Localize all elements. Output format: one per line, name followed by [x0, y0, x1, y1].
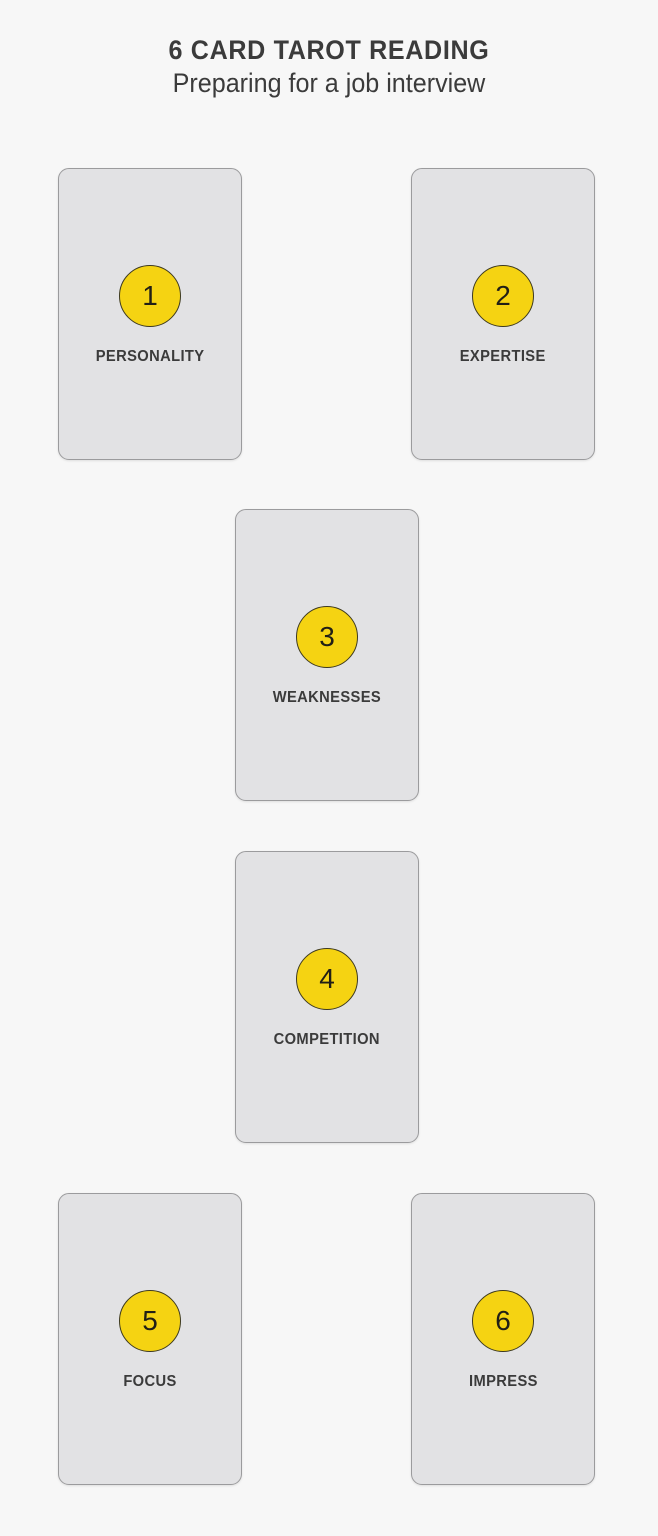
tarot-card-3[interactable]: 3 WEAKNESSES	[235, 509, 419, 801]
tarot-card-4[interactable]: 4 COMPETITION	[235, 851, 419, 1143]
card-label: EXPERTISE	[460, 348, 546, 365]
card-content: 2 EXPERTISE	[412, 265, 594, 366]
card-label: COMPETITION	[273, 1031, 381, 1048]
tarot-card-1[interactable]: 1 PERSONALITY	[58, 168, 242, 460]
card-content: 1 PERSONALITY	[59, 265, 241, 366]
tarot-card-2[interactable]: 2 EXPERTISE	[411, 168, 595, 460]
card-content: 6 IMPRESS	[412, 1290, 594, 1391]
card-content: 3 WEAKNESSES	[236, 606, 418, 707]
tarot-card-5[interactable]: 5 FOCUS	[58, 1193, 242, 1485]
card-number-badge: 6	[472, 1290, 534, 1352]
card-label: FOCUS	[123, 1373, 177, 1390]
card-number-badge: 2	[472, 265, 534, 327]
page-subtitle: Preparing for a job interview	[172, 68, 486, 99]
card-label: WEAKNESSES	[272, 689, 382, 706]
card-number-badge: 3	[296, 606, 358, 668]
title-block: 6 CARD TAROT READING Preparing for a job…	[0, 35, 658, 100]
card-label: IMPRESS	[468, 1373, 538, 1390]
card-label: PERSONALITY	[95, 348, 205, 365]
tarot-card-6[interactable]: 6 IMPRESS	[411, 1193, 595, 1485]
card-number-badge: 1	[119, 265, 181, 327]
card-content: 4 COMPETITION	[236, 948, 418, 1049]
card-number-badge: 5	[119, 1290, 181, 1352]
card-number-badge: 4	[296, 948, 358, 1010]
card-content: 5 FOCUS	[59, 1290, 241, 1391]
page-title: 6 CARD TAROT READING	[168, 35, 490, 65]
